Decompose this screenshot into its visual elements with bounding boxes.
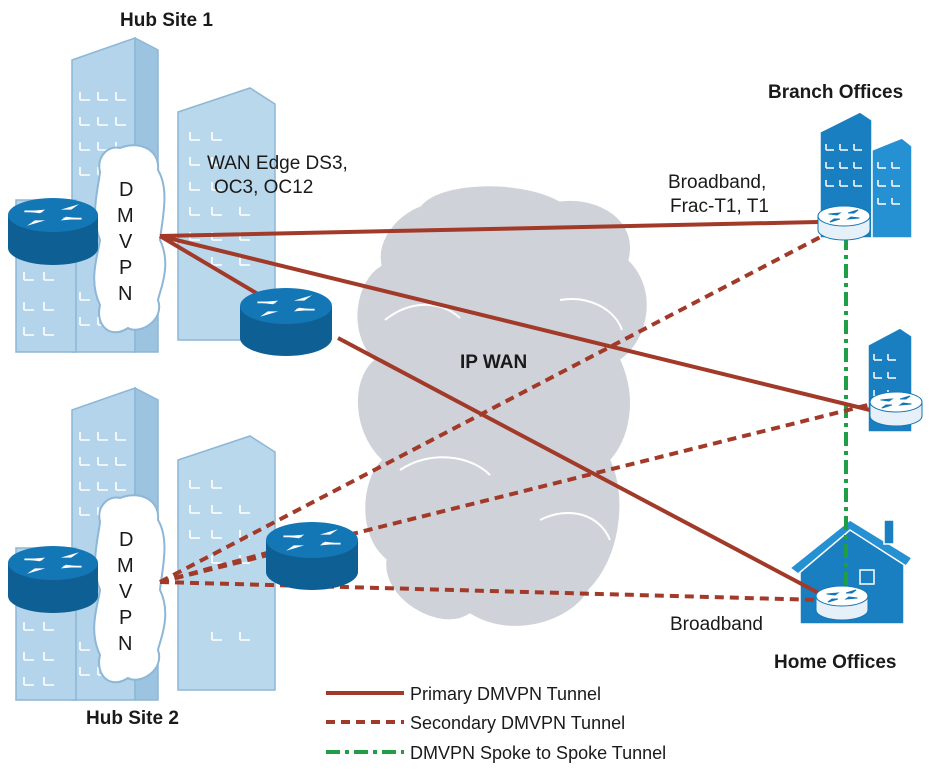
hub1-dmvpn-v: V: [119, 231, 133, 253]
legend-secondary-label: Secondary DMVPN Tunnel: [410, 713, 625, 733]
home-link-label: Broadband: [670, 614, 763, 635]
branch-offices-title: Branch Offices: [768, 82, 903, 103]
legend-spoke-label: DMVPN Spoke to Spoke Tunnel: [410, 743, 666, 763]
legend: Primary DMVPN Tunnel Secondary DMVPN Tun…: [326, 684, 666, 763]
hub1-router: [8, 198, 98, 265]
hub2-dmvpn-m: M: [117, 555, 134, 577]
hub2-router: [8, 546, 98, 613]
home-offices-title: Home Offices: [774, 652, 896, 673]
branch-link-label-line2: Frac-T1, T1: [670, 196, 769, 217]
hub2-dmvpn-p: P: [119, 607, 132, 629]
hub1-dmvpn-n: N: [118, 283, 132, 305]
cloud-contours: [384, 298, 623, 541]
hub2-title: Hub Site 2: [86, 708, 179, 729]
branch-office-building-1: [819, 111, 913, 239]
wan-edge-label-line1: WAN Edge DS3,: [207, 153, 348, 174]
hub2-dmvpn-bubble: [93, 494, 167, 684]
ip-wan-cloud: [354, 183, 650, 629]
home-router: [815, 585, 869, 621]
branch-router-2: [869, 391, 923, 427]
wan-edge-label-line2: OC3, OC12: [214, 177, 313, 198]
hub1-title: Hub Site 1: [120, 10, 213, 31]
branch-router-1: [817, 205, 871, 241]
hub2-wan-edge-router: [266, 522, 358, 590]
hub2-dmvpn-v: V: [119, 581, 133, 603]
hub2-dmvpn-d: D: [119, 529, 133, 551]
legend-primary-label: Primary DMVPN Tunnel: [410, 684, 601, 704]
hub1-dmvpn-m: M: [117, 205, 134, 227]
hub1-dmvpn-bubble: [93, 144, 167, 334]
hub1-wan-edge-router: [240, 288, 332, 356]
hub1-dmvpn-d: D: [119, 179, 133, 201]
hub1-dmvpn-p: P: [119, 257, 132, 279]
ip-wan-label: IP WAN: [460, 352, 527, 373]
hub2-dmvpn-n: N: [118, 633, 132, 655]
branch-link-label-line1: Broadband,: [668, 172, 766, 193]
